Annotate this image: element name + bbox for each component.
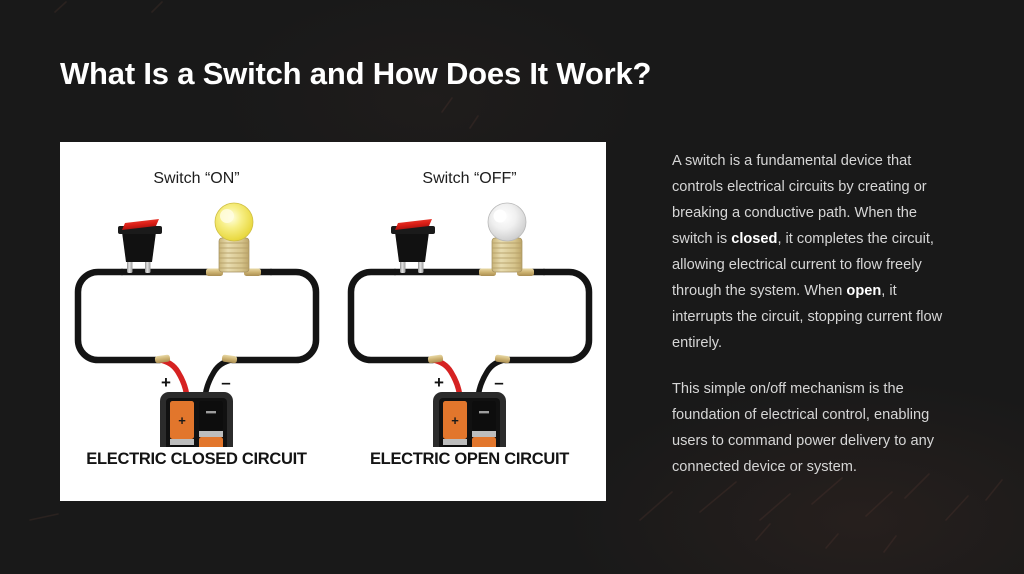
bulb-base <box>491 237 523 273</box>
battery-holder: + + <box>433 392 506 447</box>
paragraph-1-part-3: , it interrupts the circuit, stopping cu… <box>672 283 943 351</box>
bulb-base <box>218 237 250 273</box>
paragraph-1-part-2: , it completes the circuit, allowing ele… <box>672 231 934 299</box>
paragraph-1-part-1: A switch is a fundamental device that co… <box>672 153 927 247</box>
caption-closed-circuit: ELECTRIC CLOSED CIRCUIT <box>86 450 307 468</box>
svg-text:+: + <box>451 413 459 428</box>
terminal-label-negative: – <box>221 373 230 392</box>
body-paragraph-1: A switch is a fundamental device that co… <box>672 148 960 356</box>
paragraph-1-emphasis-open: open <box>846 283 882 299</box>
closed-circuit-illustration: + – + + <box>74 202 320 447</box>
switch-state-label-off: Switch “OFF” <box>422 170 517 187</box>
caption-open-circuit: ELECTRIC OPEN CIRCUIT <box>369 450 570 468</box>
switch-state-label-on: Switch “ON” <box>153 170 240 187</box>
paragraph-1-emphasis-closed: closed <box>731 231 778 247</box>
body-paragraph-2: This simple on/off mechanism is the foun… <box>672 381 934 475</box>
light-bulb-lit <box>214 202 254 242</box>
light-bulb-unlit <box>487 202 527 242</box>
diagram-panel-open-circuit: Switch “OFF” <box>333 142 606 501</box>
battery-holder: + + <box>160 392 233 447</box>
terminal-label-positive: + <box>434 373 444 392</box>
terminal-label-positive: + <box>161 373 171 392</box>
body-text-column: A switch is a fundamental device that co… <box>672 148 960 480</box>
page-title: What Is a Switch and How Does It Work? <box>60 56 652 91</box>
terminal-label-negative: – <box>494 373 503 392</box>
rocker-switch-on <box>118 219 162 273</box>
figure-card: Switch “ON” <box>60 142 606 501</box>
diagram-panel-closed-circuit: Switch “ON” <box>60 142 333 501</box>
open-circuit-illustration: + – + + <box>347 202 593 447</box>
rocker-switch-off <box>391 219 435 273</box>
svg-text:+: + <box>178 413 186 428</box>
